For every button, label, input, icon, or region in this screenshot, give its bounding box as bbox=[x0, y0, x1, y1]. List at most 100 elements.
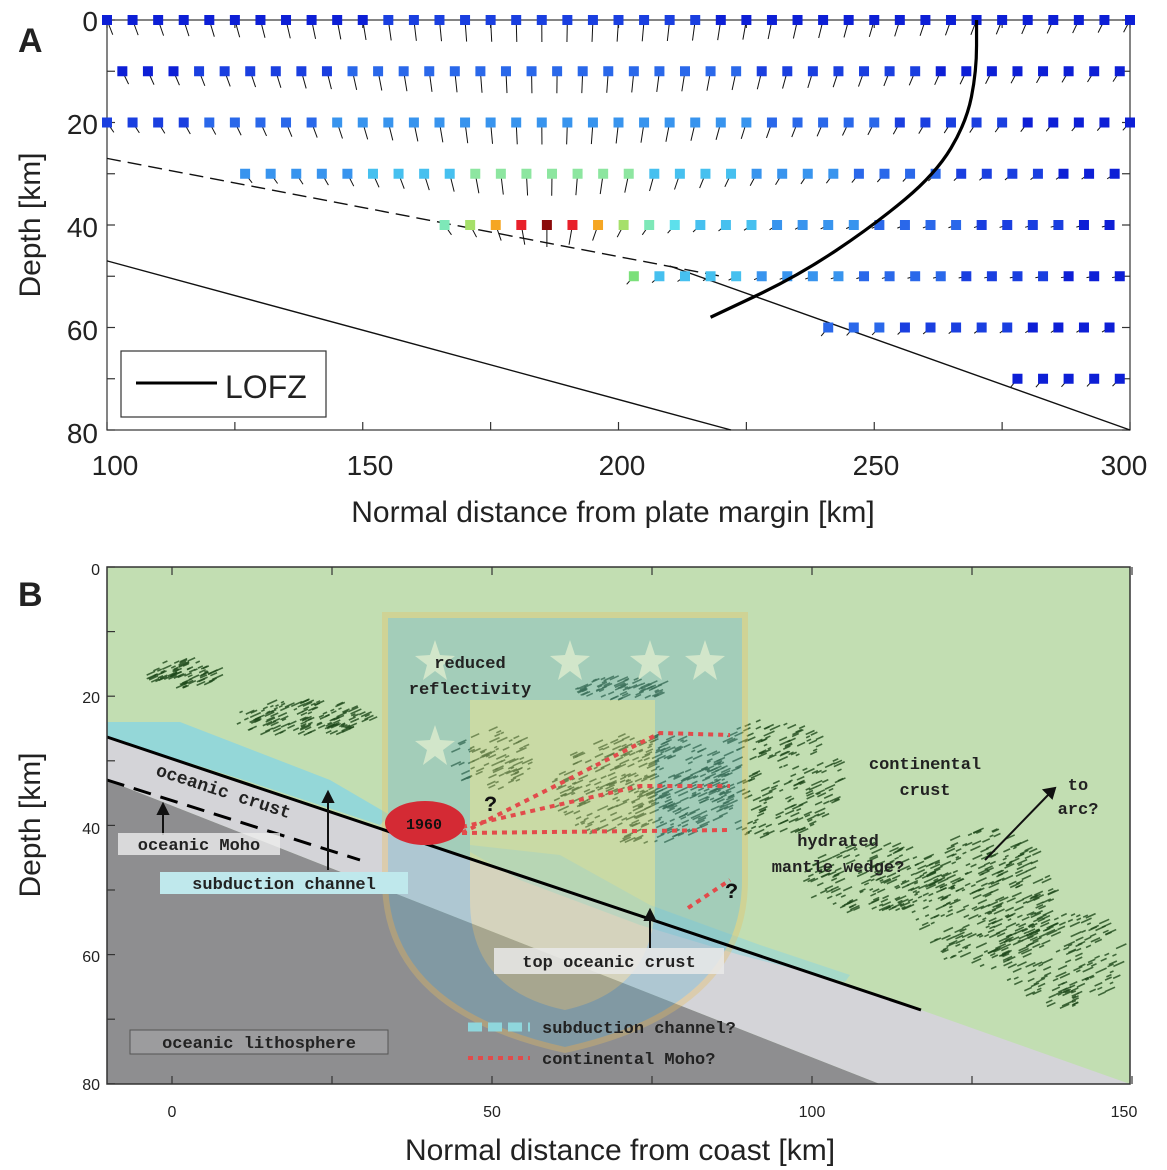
reflector-mark bbox=[1010, 843, 1017, 849]
reflector-mark bbox=[1064, 959, 1072, 964]
reflector-mark bbox=[1094, 981, 1103, 987]
reflector-mark bbox=[736, 726, 742, 730]
reflector-mark bbox=[816, 761, 824, 767]
reflector-mark bbox=[600, 763, 611, 769]
reflector-mark bbox=[644, 694, 652, 699]
strain-marker bbox=[782, 66, 793, 77]
reflector-mark bbox=[368, 716, 378, 722]
reflector-mark bbox=[654, 689, 660, 693]
reflector-mark bbox=[1109, 981, 1114, 985]
reflector-mark bbox=[198, 668, 206, 674]
panel-a-label: A bbox=[18, 22, 43, 60]
reflector-mark bbox=[1053, 917, 1059, 921]
reflector-mark bbox=[892, 842, 902, 848]
strain-marker bbox=[925, 220, 936, 230]
strain-marker bbox=[899, 322, 910, 333]
reflector-mark bbox=[1073, 965, 1083, 972]
reflector-mark bbox=[1015, 883, 1023, 889]
reflector-mark bbox=[710, 805, 720, 811]
reflector-mark bbox=[643, 756, 650, 762]
reflector-mark bbox=[496, 753, 507, 760]
reflector-mark bbox=[264, 709, 274, 716]
strain-marker bbox=[1012, 66, 1023, 77]
reflector-mark bbox=[878, 903, 884, 907]
reflector-mark bbox=[1087, 958, 1096, 964]
reflector-mark bbox=[1069, 921, 1081, 928]
reflector-mark bbox=[1014, 869, 1023, 875]
reflector-mark bbox=[691, 749, 696, 753]
strain-marker bbox=[628, 66, 639, 77]
reflector-mark bbox=[270, 712, 279, 718]
reflector-mark bbox=[874, 870, 878, 874]
reflector-mark bbox=[672, 746, 684, 753]
reflector-mark bbox=[808, 739, 818, 745]
strain-marker bbox=[731, 66, 742, 77]
reflector-mark bbox=[948, 939, 958, 946]
reflector-mark bbox=[521, 758, 533, 765]
reflector-mark bbox=[977, 864, 986, 870]
strain-marker bbox=[910, 271, 921, 282]
reflector-mark bbox=[1015, 841, 1022, 846]
strain-marker bbox=[367, 168, 378, 179]
reflector-mark bbox=[1031, 925, 1036, 929]
reflector-mark bbox=[260, 729, 271, 736]
reflector-mark bbox=[1075, 947, 1082, 952]
reflector-mark bbox=[651, 739, 656, 743]
reflector-mark bbox=[670, 822, 675, 826]
reflector-mark bbox=[1084, 936, 1092, 941]
reflector-mark bbox=[1050, 931, 1062, 937]
reflector-mark bbox=[317, 724, 326, 729]
reflector-mark bbox=[646, 773, 656, 779]
reflector-mark bbox=[1070, 987, 1079, 992]
strain-marker bbox=[833, 271, 844, 282]
reflector-mark bbox=[778, 736, 788, 742]
reflector-mark bbox=[955, 934, 964, 940]
panel-a-ylabel: Depth [km] bbox=[14, 152, 47, 297]
reflector-mark bbox=[996, 932, 1006, 938]
x-tick-label: 100 bbox=[799, 1104, 826, 1121]
reflector-mark bbox=[972, 854, 983, 860]
reflector-mark bbox=[358, 711, 366, 716]
reflector-mark bbox=[691, 780, 698, 785]
reflector-mark bbox=[930, 863, 941, 870]
reflector-mark bbox=[691, 791, 697, 795]
reflector-mark bbox=[963, 914, 970, 919]
reflector-mark bbox=[1024, 986, 1033, 992]
panel-a-slab-lines bbox=[106, 157, 1131, 431]
strain-marker bbox=[905, 168, 916, 179]
reflector-mark bbox=[610, 738, 619, 744]
reflector-mark bbox=[699, 820, 710, 827]
reflector-mark bbox=[1046, 928, 1056, 935]
reflector-mark bbox=[514, 770, 520, 774]
strain-marker bbox=[1002, 220, 1013, 230]
reflector-mark bbox=[1085, 977, 1090, 981]
reflector-mark bbox=[925, 883, 937, 890]
reflector-mark bbox=[1089, 988, 1097, 993]
reflector-mark bbox=[949, 898, 961, 906]
reflector-mark bbox=[950, 876, 962, 884]
reflector-mark bbox=[923, 853, 935, 860]
reflector-mark bbox=[591, 789, 596, 793]
reflector-mark bbox=[1024, 846, 1033, 852]
reflector-mark bbox=[603, 675, 615, 682]
reflector-mark bbox=[597, 787, 604, 791]
strain-marker bbox=[981, 168, 992, 179]
reflector-mark bbox=[1014, 853, 1025, 859]
reflector-mark bbox=[678, 790, 689, 797]
reflector-mark bbox=[571, 792, 576, 796]
reflector-mark bbox=[970, 883, 976, 888]
reflector-mark bbox=[554, 804, 560, 808]
reflector-mark bbox=[993, 908, 1005, 915]
reflector-mark bbox=[807, 818, 813, 823]
reflector-mark bbox=[638, 689, 644, 694]
reflector-mark bbox=[629, 823, 633, 827]
reflector-mark bbox=[866, 855, 879, 863]
reflector-mark bbox=[595, 786, 600, 789]
reflector-mark bbox=[1107, 963, 1114, 968]
reflector-mark bbox=[1017, 863, 1023, 867]
reflector-mark bbox=[1071, 1001, 1079, 1006]
reflector-mark bbox=[923, 878, 933, 884]
reflector-mark bbox=[277, 712, 288, 718]
reflector-mark bbox=[872, 888, 880, 893]
reflector-mark bbox=[689, 808, 701, 815]
